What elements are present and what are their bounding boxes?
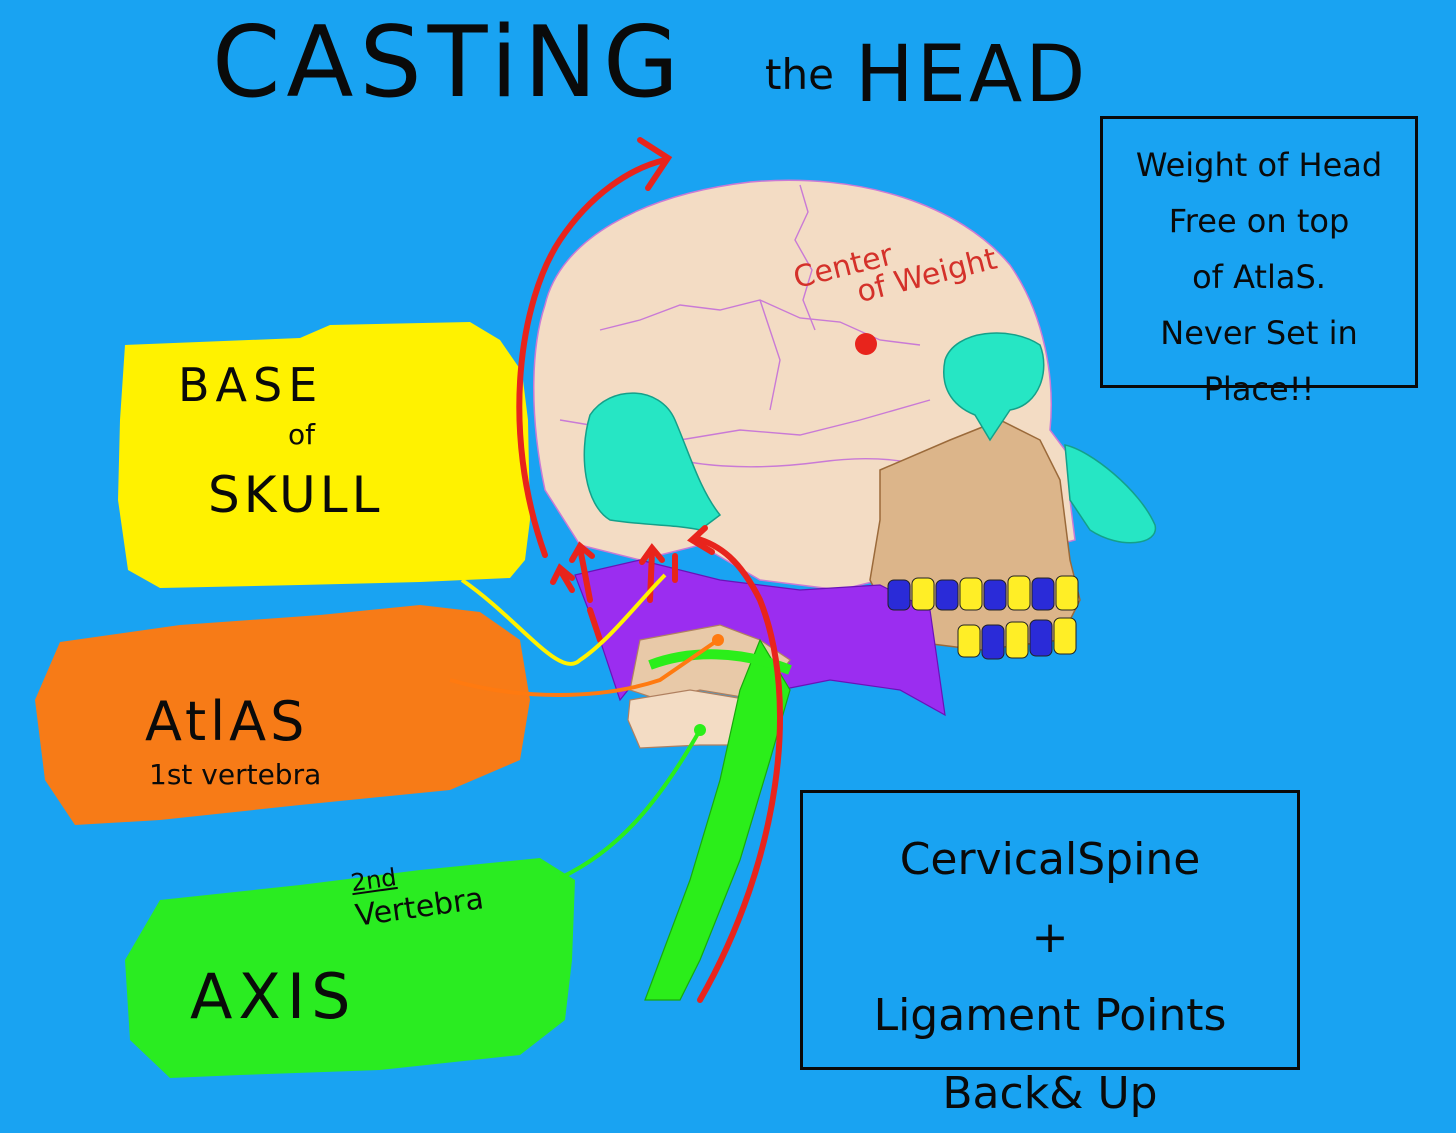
base-pointer-line: [460, 573, 667, 666]
atlas-pointer-dot: [712, 634, 724, 646]
spine-line: +: [1031, 912, 1069, 963]
axis-label: AXIS: [190, 960, 357, 1033]
title-casting: CASTiNG: [212, 6, 685, 120]
nose-cartilage: [1064, 444, 1156, 544]
note-line: of AtlaS.: [1192, 258, 1326, 296]
brow-cartilage: [943, 332, 1045, 442]
atlas-ring: [648, 649, 792, 675]
teeth: [887, 575, 1079, 660]
center-of-weight-dot: [855, 333, 877, 355]
atlas-line1: AtlAS: [145, 690, 309, 753]
atlas-line2: 1st vertebra: [149, 758, 322, 791]
note-line: Never Set in: [1160, 314, 1358, 352]
spine-line: CervicalSpine: [899, 834, 1201, 885]
note-line: Weight of Head: [1135, 146, 1383, 184]
base-of-skull-swatch: [118, 322, 530, 588]
base-of-skull-line1: BASE: [178, 358, 324, 412]
upward-arrows: [516, 137, 783, 1003]
weight-note-box: Weight of Head Free on top of AtlaS. Nev…: [1100, 116, 1418, 408]
axis-pointer-line: [559, 729, 702, 880]
cervical-ligament: [644, 638, 791, 1001]
axis-pointer-dot: [694, 724, 706, 736]
axis-swatch: [125, 858, 575, 1078]
atlas-label: AtlAS 1st vertebra: [145, 690, 321, 791]
spine-line: Ligament Points: [873, 990, 1227, 1041]
title-the: the: [765, 50, 834, 99]
axis-line1: AXIS: [190, 960, 357, 1033]
spine-line: Back& Up: [942, 1068, 1158, 1119]
atlas-pointer-line: [449, 638, 720, 697]
note-line: Free on top: [1168, 202, 1350, 240]
skull-diagram: [35, 137, 1156, 1078]
ear: [583, 392, 722, 531]
atlas-swatch: [35, 605, 530, 825]
note-line: Place!!: [1203, 370, 1315, 408]
cervical-spine-box: CervicalSpine + Ligament Points Back& Up: [800, 790, 1300, 1119]
base-of-skull-line3: SKULL: [208, 466, 384, 524]
base-of-skull-line2: of: [288, 418, 315, 451]
title-head: HEAD: [855, 30, 1089, 120]
